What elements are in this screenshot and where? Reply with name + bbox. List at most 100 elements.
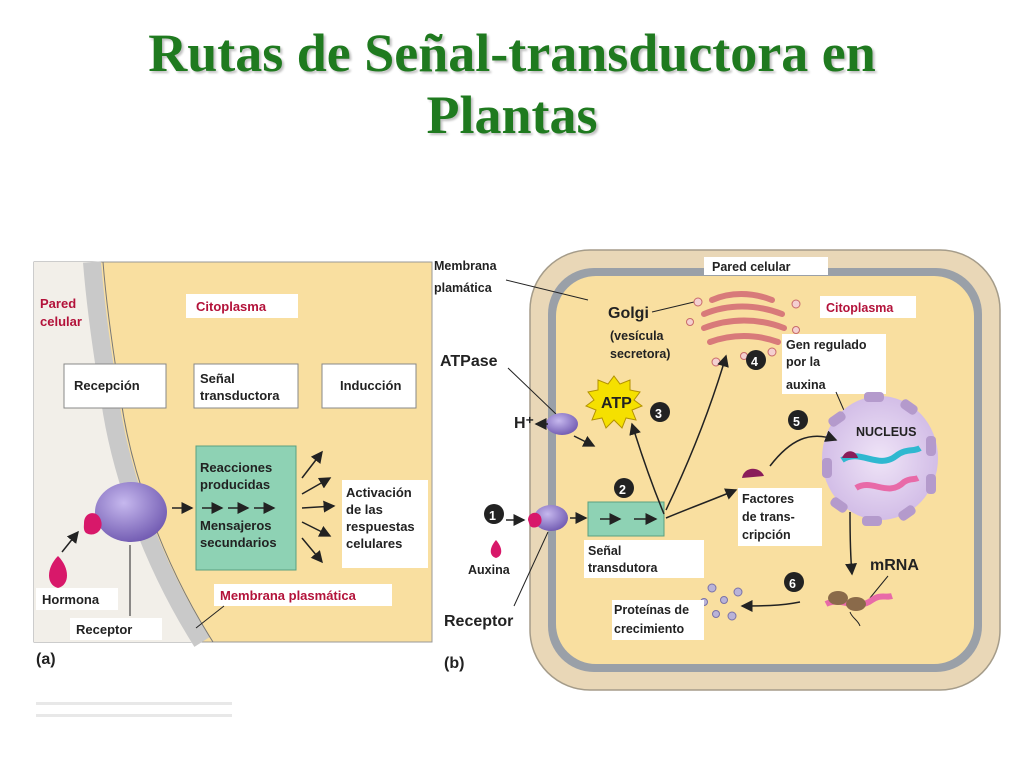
panel-a-hormona-label: Hormona bbox=[42, 592, 100, 607]
panel-a-recepcion-box bbox=[63, 363, 167, 409]
step-6: 6 bbox=[784, 572, 804, 592]
panel-b-vesicula-line1: (vesícula bbox=[610, 329, 665, 343]
panel-b-auxin bbox=[490, 540, 502, 558]
panel-b-h-plus: H⁺ bbox=[514, 415, 534, 432]
panel-a-membrana-box bbox=[214, 584, 392, 606]
panel-b-mrna-pointer bbox=[869, 575, 889, 599]
panel-a-reacciones-line2: producidas bbox=[200, 477, 270, 492]
panel-a-mensajeros-line2: secundarios bbox=[200, 535, 277, 550]
panel-b-label: (b) bbox=[444, 655, 464, 672]
slide-title: Rutas de Señal-transductora en Plantas bbox=[0, 22, 1024, 146]
panel-a-receptor-box bbox=[70, 618, 162, 640]
panel-b-factores-line3: cripción bbox=[742, 528, 791, 542]
panel-b-factores-line2: de trans- bbox=[742, 510, 795, 524]
panel-b-atp-label: ATP bbox=[601, 395, 632, 412]
panel-b-pared-box bbox=[704, 257, 828, 275]
panel-b-atpase-to-arrow bbox=[573, 435, 596, 447]
panel-a-membrane-line bbox=[102, 261, 214, 643]
panel-a-mensajeros-line1: Mensajeros bbox=[200, 518, 272, 533]
panel-b-mrna-label: mRNA bbox=[870, 557, 919, 574]
panel-a-hormone-bound bbox=[83, 513, 102, 535]
panel-b-membrana-pointer bbox=[505, 279, 589, 301]
svg-text:1: 1 bbox=[489, 509, 496, 523]
panel-a-membrana-label: Membrana plasmática bbox=[220, 588, 357, 603]
panel-a-activacion-line4: celulares bbox=[346, 536, 402, 551]
panel-a-caption-trace-2 bbox=[36, 714, 232, 717]
golgi-apparatus-icon bbox=[701, 291, 787, 345]
ribosome-mrna-icon bbox=[824, 591, 893, 627]
step-1: 1 bbox=[484, 504, 504, 524]
panel-b-senal-line2: transdutora bbox=[588, 561, 659, 575]
svg-text:4: 4 bbox=[751, 355, 758, 369]
panel-b-receptor bbox=[534, 505, 568, 531]
svg-text:3: 3 bbox=[655, 407, 662, 421]
panel-b-atpase-label: ATPase bbox=[440, 353, 498, 370]
panel-b-auxina-label: Auxina bbox=[468, 563, 511, 577]
atp-starburst-icon bbox=[584, 375, 644, 429]
panel-b-atpase-pointer bbox=[507, 367, 557, 415]
svg-text:6: 6 bbox=[789, 577, 796, 591]
panel-b-citoplasma-label: Citoplasma bbox=[826, 301, 894, 315]
panel-a-activacion-line1: Activación bbox=[346, 485, 412, 500]
panel-a-induccion-box bbox=[321, 363, 417, 409]
step-3: 3 bbox=[650, 402, 670, 422]
panel-a-hormone-arrow bbox=[61, 530, 79, 553]
panel-a-activation-arrows bbox=[301, 450, 336, 564]
panel-b-receptor-label: Receptor bbox=[444, 613, 513, 630]
panel-b-vesicula-line2: secretora) bbox=[610, 347, 670, 361]
panel-a-senal-box bbox=[193, 363, 299, 409]
svg-text:2: 2 bbox=[619, 483, 626, 497]
panel-a-receptor bbox=[95, 482, 167, 542]
panel-a-hormone bbox=[49, 556, 67, 588]
panel-b-senal-box bbox=[584, 540, 704, 578]
atpase-icon bbox=[546, 413, 578, 435]
panel-b-senal-line1: Señal bbox=[588, 544, 621, 558]
panel-a-reacciones-line1: Reacciones bbox=[200, 460, 272, 475]
panel-b-auxin-bound bbox=[528, 512, 542, 528]
panel-b-factores-box bbox=[738, 488, 822, 546]
svg-text:Pared: Pared bbox=[40, 296, 76, 311]
svg-text:5: 5 bbox=[793, 415, 800, 429]
panel-a-label: (a) bbox=[36, 651, 56, 668]
panel-a-induccion-label: Inducción bbox=[340, 378, 401, 393]
panel-a-receptor-label: Receptor bbox=[76, 622, 132, 637]
panel-b-gen-line3: auxina bbox=[786, 378, 827, 392]
panel-b-proteinas-line2: crecimiento bbox=[614, 622, 685, 636]
title-line-1: Rutas de Señal-transductora en bbox=[148, 23, 876, 83]
panel-a-recepcion-label: Recepción bbox=[74, 378, 140, 393]
nucleus-icon bbox=[822, 392, 938, 526]
step-5: 5 bbox=[788, 410, 808, 430]
panel-a-caption-trace-1 bbox=[36, 702, 232, 705]
transcription-factor-icon bbox=[742, 468, 764, 478]
panel-b-proteinas-line1: Proteínas de bbox=[614, 603, 689, 617]
panel-b-gen-box bbox=[782, 334, 886, 394]
step-2: 2 bbox=[614, 478, 634, 498]
panel-b-membrana-line2: plamática bbox=[434, 281, 493, 295]
panel-a-membrana-pointer bbox=[195, 605, 225, 629]
golgi-vesicles bbox=[686, 297, 801, 367]
step-4: 4 bbox=[746, 350, 766, 370]
panel-a-senal-line2: transductora bbox=[200, 388, 280, 403]
panel-a-hormona-box bbox=[36, 588, 118, 610]
panel-a-activacion-box bbox=[342, 480, 428, 568]
panel-b-nucleus-label: NUCLEUS bbox=[856, 425, 916, 439]
panel-a-activacion-line2: de las bbox=[346, 502, 383, 517]
panel-b-golgi-pointer bbox=[651, 301, 695, 313]
panel-b-membrana-line1: Membrana bbox=[434, 259, 498, 273]
panel-b-pared-label: Pared celular bbox=[712, 260, 791, 274]
panel-b-gen-line2: por la bbox=[786, 355, 821, 369]
panel-b-receptor-pointer bbox=[513, 531, 549, 607]
panel-b-factores-line1: Factores bbox=[742, 492, 794, 506]
panel-b-gen-line1: Gen regulado bbox=[786, 338, 867, 352]
panel-a-pared-label: Pared celular bbox=[40, 296, 82, 329]
panel-b-proteinas-box bbox=[612, 600, 704, 640]
panel-a-citoplasma-box bbox=[186, 294, 298, 318]
panel-a-activacion-line3: respuestas bbox=[346, 519, 415, 534]
panel-b: Pared celular Membrana plamática Golgi (… bbox=[434, 249, 1001, 691]
panel-a-citoplasma-label: Citoplasma bbox=[196, 299, 267, 314]
title-line-2: Plantas bbox=[426, 85, 598, 145]
panel-b-citoplasma-box bbox=[820, 296, 916, 318]
panel-b-factor-arrow bbox=[769, 430, 838, 467]
panel-b-pathway-arrows bbox=[629, 354, 858, 612]
